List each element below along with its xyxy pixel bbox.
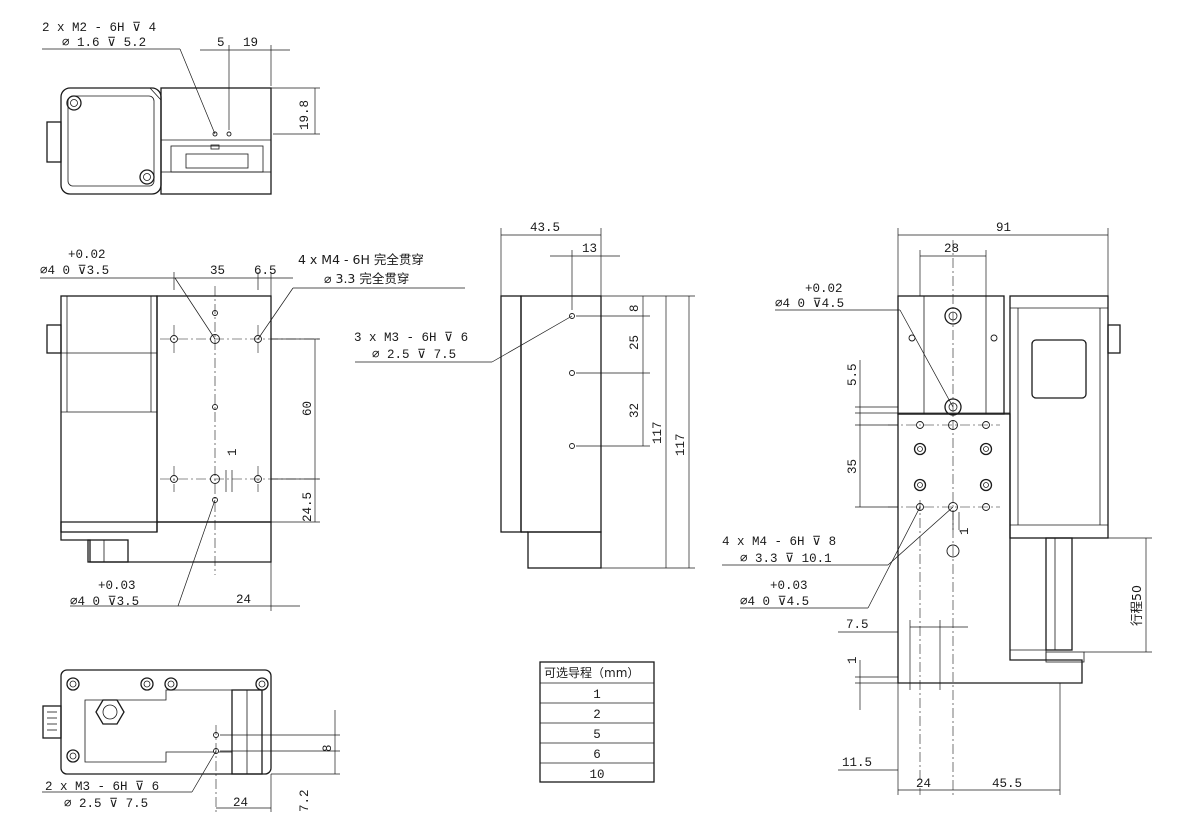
side-callout-thread: 3 x M3 - 6H ⊽ 6 <box>354 331 468 345</box>
front-dim-6-5: 6.5 <box>254 264 277 278</box>
bottom-dim-24: 24 <box>233 796 248 810</box>
right-dim-45-5: 45.5 <box>992 777 1022 791</box>
right-dim-7-5: 7.5 <box>846 618 869 632</box>
right-dim-35: 35 <box>846 459 860 474</box>
right-tol-bottom: +0.03 <box>770 579 808 593</box>
right-dim-28: 28 <box>944 242 959 256</box>
right-view <box>722 228 1152 795</box>
right-dim-91: 91 <box>996 221 1011 235</box>
front-dim-1: 1 <box>226 448 240 456</box>
right-pin-bottom: ⌀4 0 ⊽4.5 <box>740 595 809 609</box>
top-dim-19-8: 19.8 <box>298 100 312 130</box>
top-callout-thread: 2 x M2 - 6H ⊽ 4 <box>42 21 156 35</box>
lead-table-header: 可选导程（mm） <box>544 665 639 680</box>
top-view <box>42 45 320 195</box>
front-pin-top: ⌀4 0 ⊽3.5 <box>40 264 109 278</box>
right-dim-5-5: 5.5 <box>846 363 860 386</box>
right-stroke-label: 行程50 <box>1129 585 1144 626</box>
bottom-callout-drill: ⌀ 2.5 ⊽ 7.5 <box>64 797 148 811</box>
right-pin-top: ⌀4 0 ⊽4.5 <box>775 297 844 311</box>
top-callout-drill: ⌀ 1.6 ⊽ 5.2 <box>62 36 146 50</box>
lead-table-row: 1 <box>593 688 601 702</box>
side-dim-117-inner: 117 <box>651 421 665 444</box>
bottom-dim-8: 8 <box>321 744 335 752</box>
right-callout-drill: ⌀ 3.3 ⊽ 10.1 <box>740 552 832 566</box>
side-view <box>355 228 695 569</box>
right-dim-1-bottom: 1 <box>846 656 860 664</box>
front-dim-35: 35 <box>210 264 225 278</box>
top-dim-19: 19 <box>243 36 258 50</box>
bottom-callout-thread: 2 x M3 - 6H ⊽ 6 <box>45 780 159 794</box>
side-dim-43-5: 43.5 <box>530 221 560 235</box>
front-pin-bottom: ⌀4 0 ⊽3.5 <box>70 595 139 609</box>
lead-table-row: 6 <box>593 748 601 762</box>
front-dim-60: 60 <box>301 401 315 416</box>
lead-table-row: 10 <box>589 768 604 782</box>
side-dim-8: 8 <box>628 304 642 312</box>
right-callout-thread: 4 x M4 - 6H ⊽ 8 <box>722 535 836 549</box>
right-tol-top: +0.02 <box>805 282 843 296</box>
front-tol-top: +0.02 <box>68 248 106 262</box>
front-tol-bottom: +0.03 <box>98 579 136 593</box>
top-dim-5: 5 <box>217 36 225 50</box>
front-callout-m4-drill: ⌀ 3.3 完全贯穿 <box>324 271 409 286</box>
right-dim-11-5: 11.5 <box>842 756 872 770</box>
lead-table-row: 2 <box>593 708 601 722</box>
front-dim-24: 24 <box>236 593 251 607</box>
side-callout-drill: ⌀ 2.5 ⊽ 7.5 <box>372 348 456 362</box>
right-dim-24: 24 <box>916 777 931 791</box>
side-dim-25: 25 <box>628 335 642 350</box>
bottom-view <box>42 669 340 812</box>
side-dim-117-outer: 117 <box>674 433 688 456</box>
side-dim-32: 32 <box>628 403 642 418</box>
side-dim-13: 13 <box>582 242 597 256</box>
front-dim-24-5: 24.5 <box>301 492 315 522</box>
lead-table <box>539 661 655 783</box>
front-callout-m4-thread: 4 x M4 - 6H 完全贯穿 <box>298 252 424 267</box>
front-view <box>40 272 465 611</box>
right-dim-1: 1 <box>958 527 972 535</box>
bottom-dim-7-2: 7.2 <box>298 789 312 812</box>
lead-table-row: 5 <box>593 728 601 742</box>
